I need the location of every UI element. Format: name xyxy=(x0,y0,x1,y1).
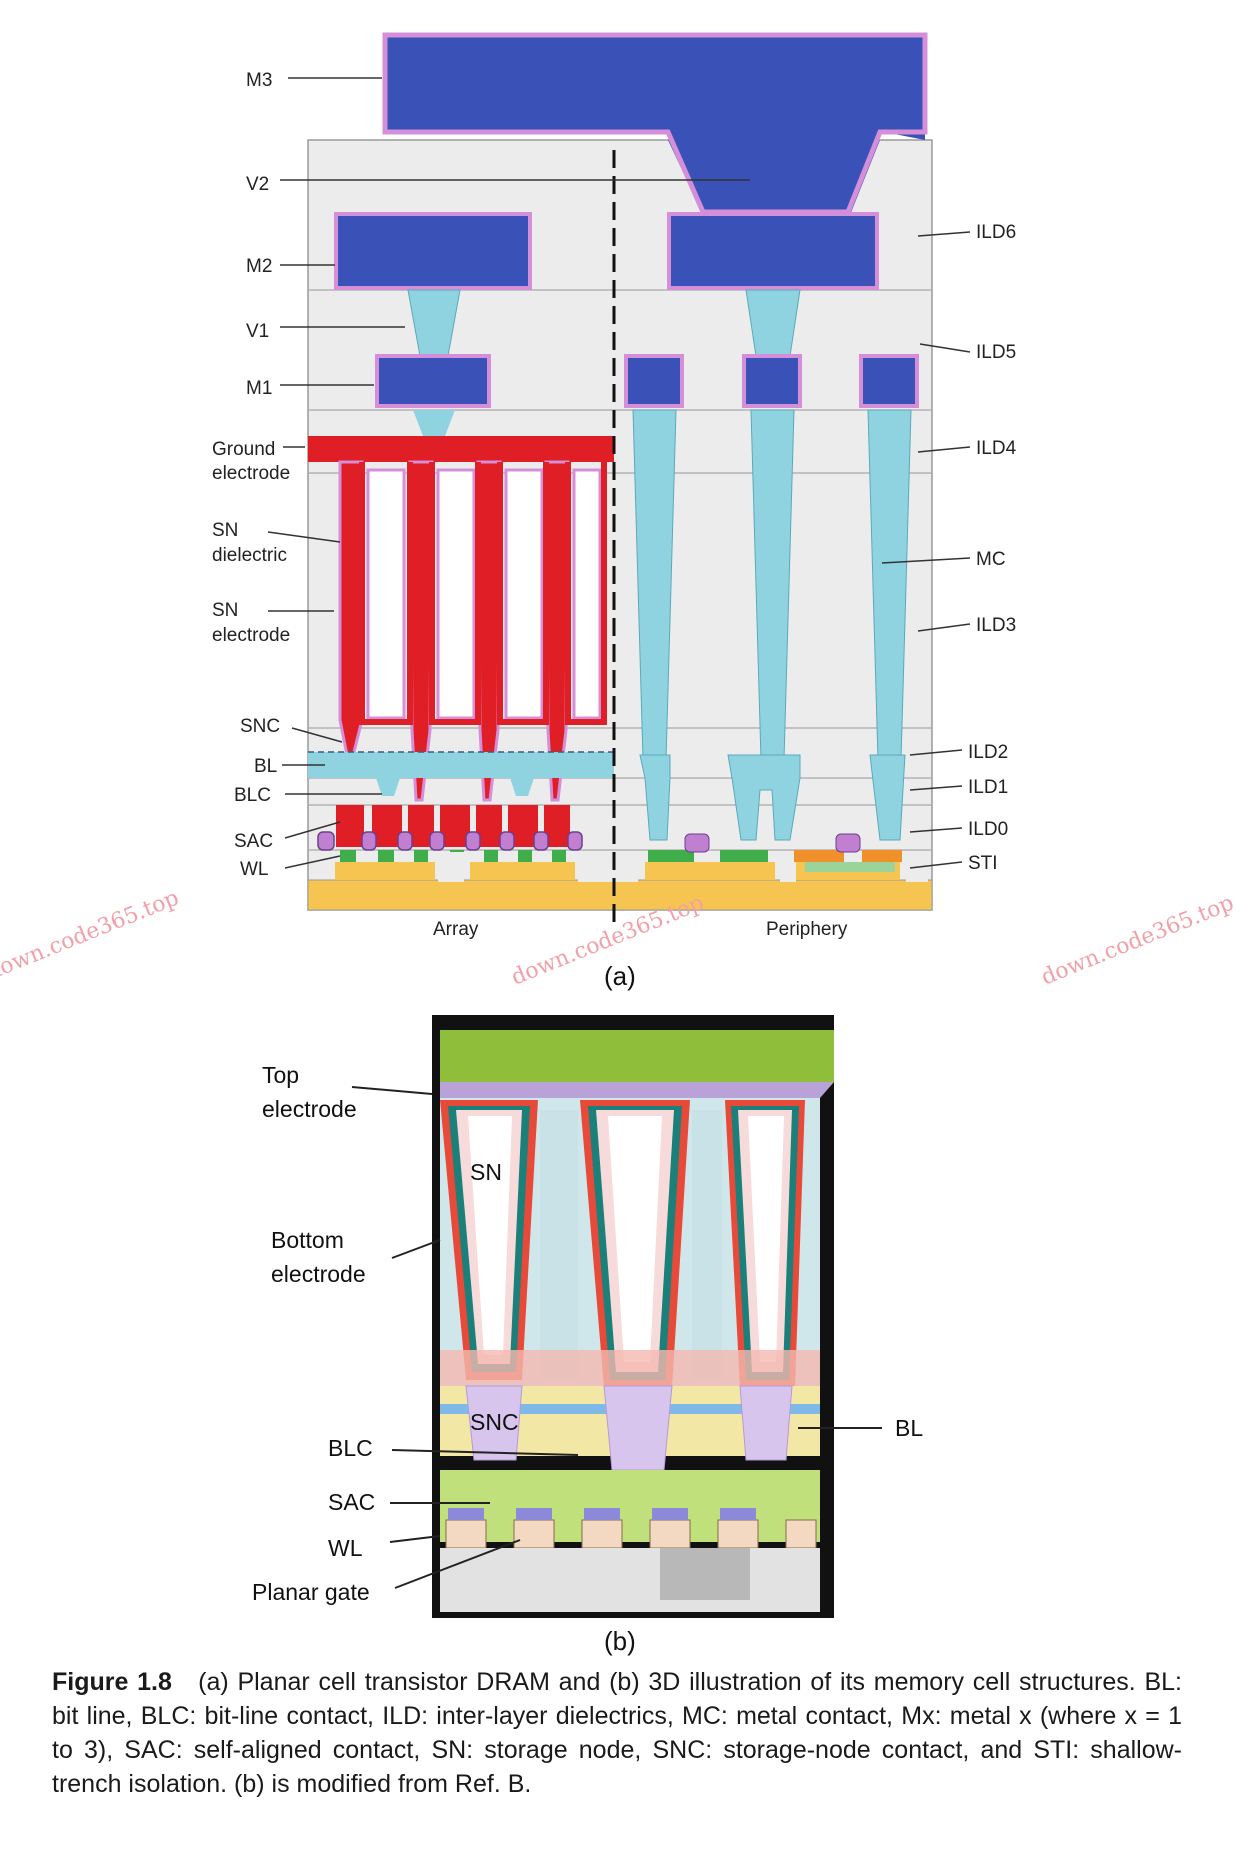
m1-peri-3 xyxy=(859,354,919,408)
b-snc-plugs xyxy=(465,1385,793,1471)
label-b-top-electrode: electrode xyxy=(262,1096,357,1122)
label-b-bottom-electrode: electrode xyxy=(271,1261,366,1287)
ground-electrode xyxy=(308,436,614,462)
label-v2: V2 xyxy=(246,174,269,195)
label-periphery: Periphery xyxy=(766,919,848,940)
b-substrate xyxy=(440,1548,820,1612)
label-b-top: Top xyxy=(262,1062,299,1088)
label-bl: BL xyxy=(254,756,277,777)
figure-number: Figure 1.8 xyxy=(52,1668,172,1696)
label-ild4: ILD4 xyxy=(976,438,1017,459)
label-ild1: ILD1 xyxy=(968,777,1008,798)
via-ground xyxy=(413,410,455,436)
label-sn-electrode: electrode xyxy=(212,625,290,646)
b-gate-tops xyxy=(448,1508,756,1520)
m2-right xyxy=(667,212,879,290)
v1-right xyxy=(745,289,801,357)
array-storage-node xyxy=(308,436,614,802)
label-b-bottom: Bottom xyxy=(271,1227,344,1253)
label-sti: STI xyxy=(968,853,998,874)
b-substrate-trench xyxy=(660,1548,750,1600)
m2-left xyxy=(334,212,532,290)
label-ild6: ILD6 xyxy=(976,222,1016,243)
label-b-blc: BLC xyxy=(328,1435,373,1461)
active-2 xyxy=(470,862,575,880)
label-sn-2: SN xyxy=(212,600,238,621)
figure-a-right-labels: ILD6 ILD5 ILD4 MC ILD3 ILD2 ILD1 ILD0 ST… xyxy=(968,222,1017,874)
active-1 xyxy=(335,862,435,880)
b-top-slab xyxy=(440,1030,834,1082)
active-3 xyxy=(645,862,775,880)
label-b-sac: SAC xyxy=(328,1489,375,1515)
label-ild0: ILD0 xyxy=(968,819,1008,840)
label-array: Array xyxy=(433,919,479,940)
substrate xyxy=(307,879,933,911)
label-snc: SNC xyxy=(240,716,280,737)
label-v1: V1 xyxy=(246,321,269,342)
panel-label-b: (b) xyxy=(604,1626,636,1656)
label-sn-dielectric: dielectric xyxy=(212,545,287,566)
m1-array xyxy=(375,354,491,408)
label-m2: M2 xyxy=(246,256,272,277)
figure-a-cross-section: M3 V2 M2 V1 M1 Ground electrode SN diele… xyxy=(212,32,1017,991)
m1-peri-1 xyxy=(624,354,684,408)
label-ground-electrode: electrode xyxy=(212,463,290,484)
label-ild2: ILD2 xyxy=(968,742,1008,763)
figure-caption: Figure 1.8 (a) Planar cell transistor DR… xyxy=(52,1665,1182,1801)
label-ground: Ground xyxy=(212,439,275,460)
periphery-gates xyxy=(648,833,902,872)
watermark-left: down.code365.top xyxy=(0,886,182,986)
label-wl: WL xyxy=(240,859,269,880)
left-leader-lines xyxy=(267,77,750,869)
b-sac-layer xyxy=(440,1470,820,1542)
bit-line-array xyxy=(308,752,614,778)
label-mc: MC xyxy=(976,549,1006,570)
m1-peri-2 xyxy=(742,354,802,408)
label-ild5: ILD5 xyxy=(976,342,1016,363)
label-b-planar-gate: Planar gate xyxy=(252,1579,370,1605)
periphery-mc-contacts xyxy=(632,409,912,841)
blc-1 xyxy=(376,778,400,796)
label-m1: M1 xyxy=(246,378,272,399)
watermark-right: down.code365.top xyxy=(1038,891,1238,991)
panel-label-a: (a) xyxy=(604,961,636,991)
right-leader-lines xyxy=(881,231,971,869)
figure-a-left-labels: M3 V2 M2 V1 M1 Ground electrode SN diele… xyxy=(212,70,290,880)
label-sn: SN xyxy=(212,520,238,541)
b-top-electrode-plate xyxy=(440,1082,834,1098)
label-b-sn: SN xyxy=(470,1159,502,1185)
blc-2 xyxy=(510,778,534,796)
caption-text: (a) Planar cell transistor DRAM and (b) … xyxy=(52,1668,1183,1798)
label-blc: BLC xyxy=(234,785,271,806)
sti-regions xyxy=(438,852,928,882)
figure-b-leader-lines xyxy=(351,1086,882,1589)
sac-contacts xyxy=(336,805,570,847)
b-sn-bottom-band xyxy=(440,1350,820,1386)
label-b-wl: WL xyxy=(328,1535,363,1561)
label-b-snc: SNC xyxy=(470,1409,519,1435)
b-storage-nodes xyxy=(440,1100,805,1388)
label-sac: SAC xyxy=(234,831,273,852)
label-m3: M3 xyxy=(246,70,272,91)
figure-b-left-labels: Top electrode Bottom electrode BLC SAC W… xyxy=(252,1062,375,1605)
figure-b-3d-illustration: Top electrode Bottom electrode BLC SAC W… xyxy=(252,1015,923,1656)
label-ild3: ILD3 xyxy=(976,615,1016,636)
label-b-bl: BL xyxy=(895,1415,923,1441)
